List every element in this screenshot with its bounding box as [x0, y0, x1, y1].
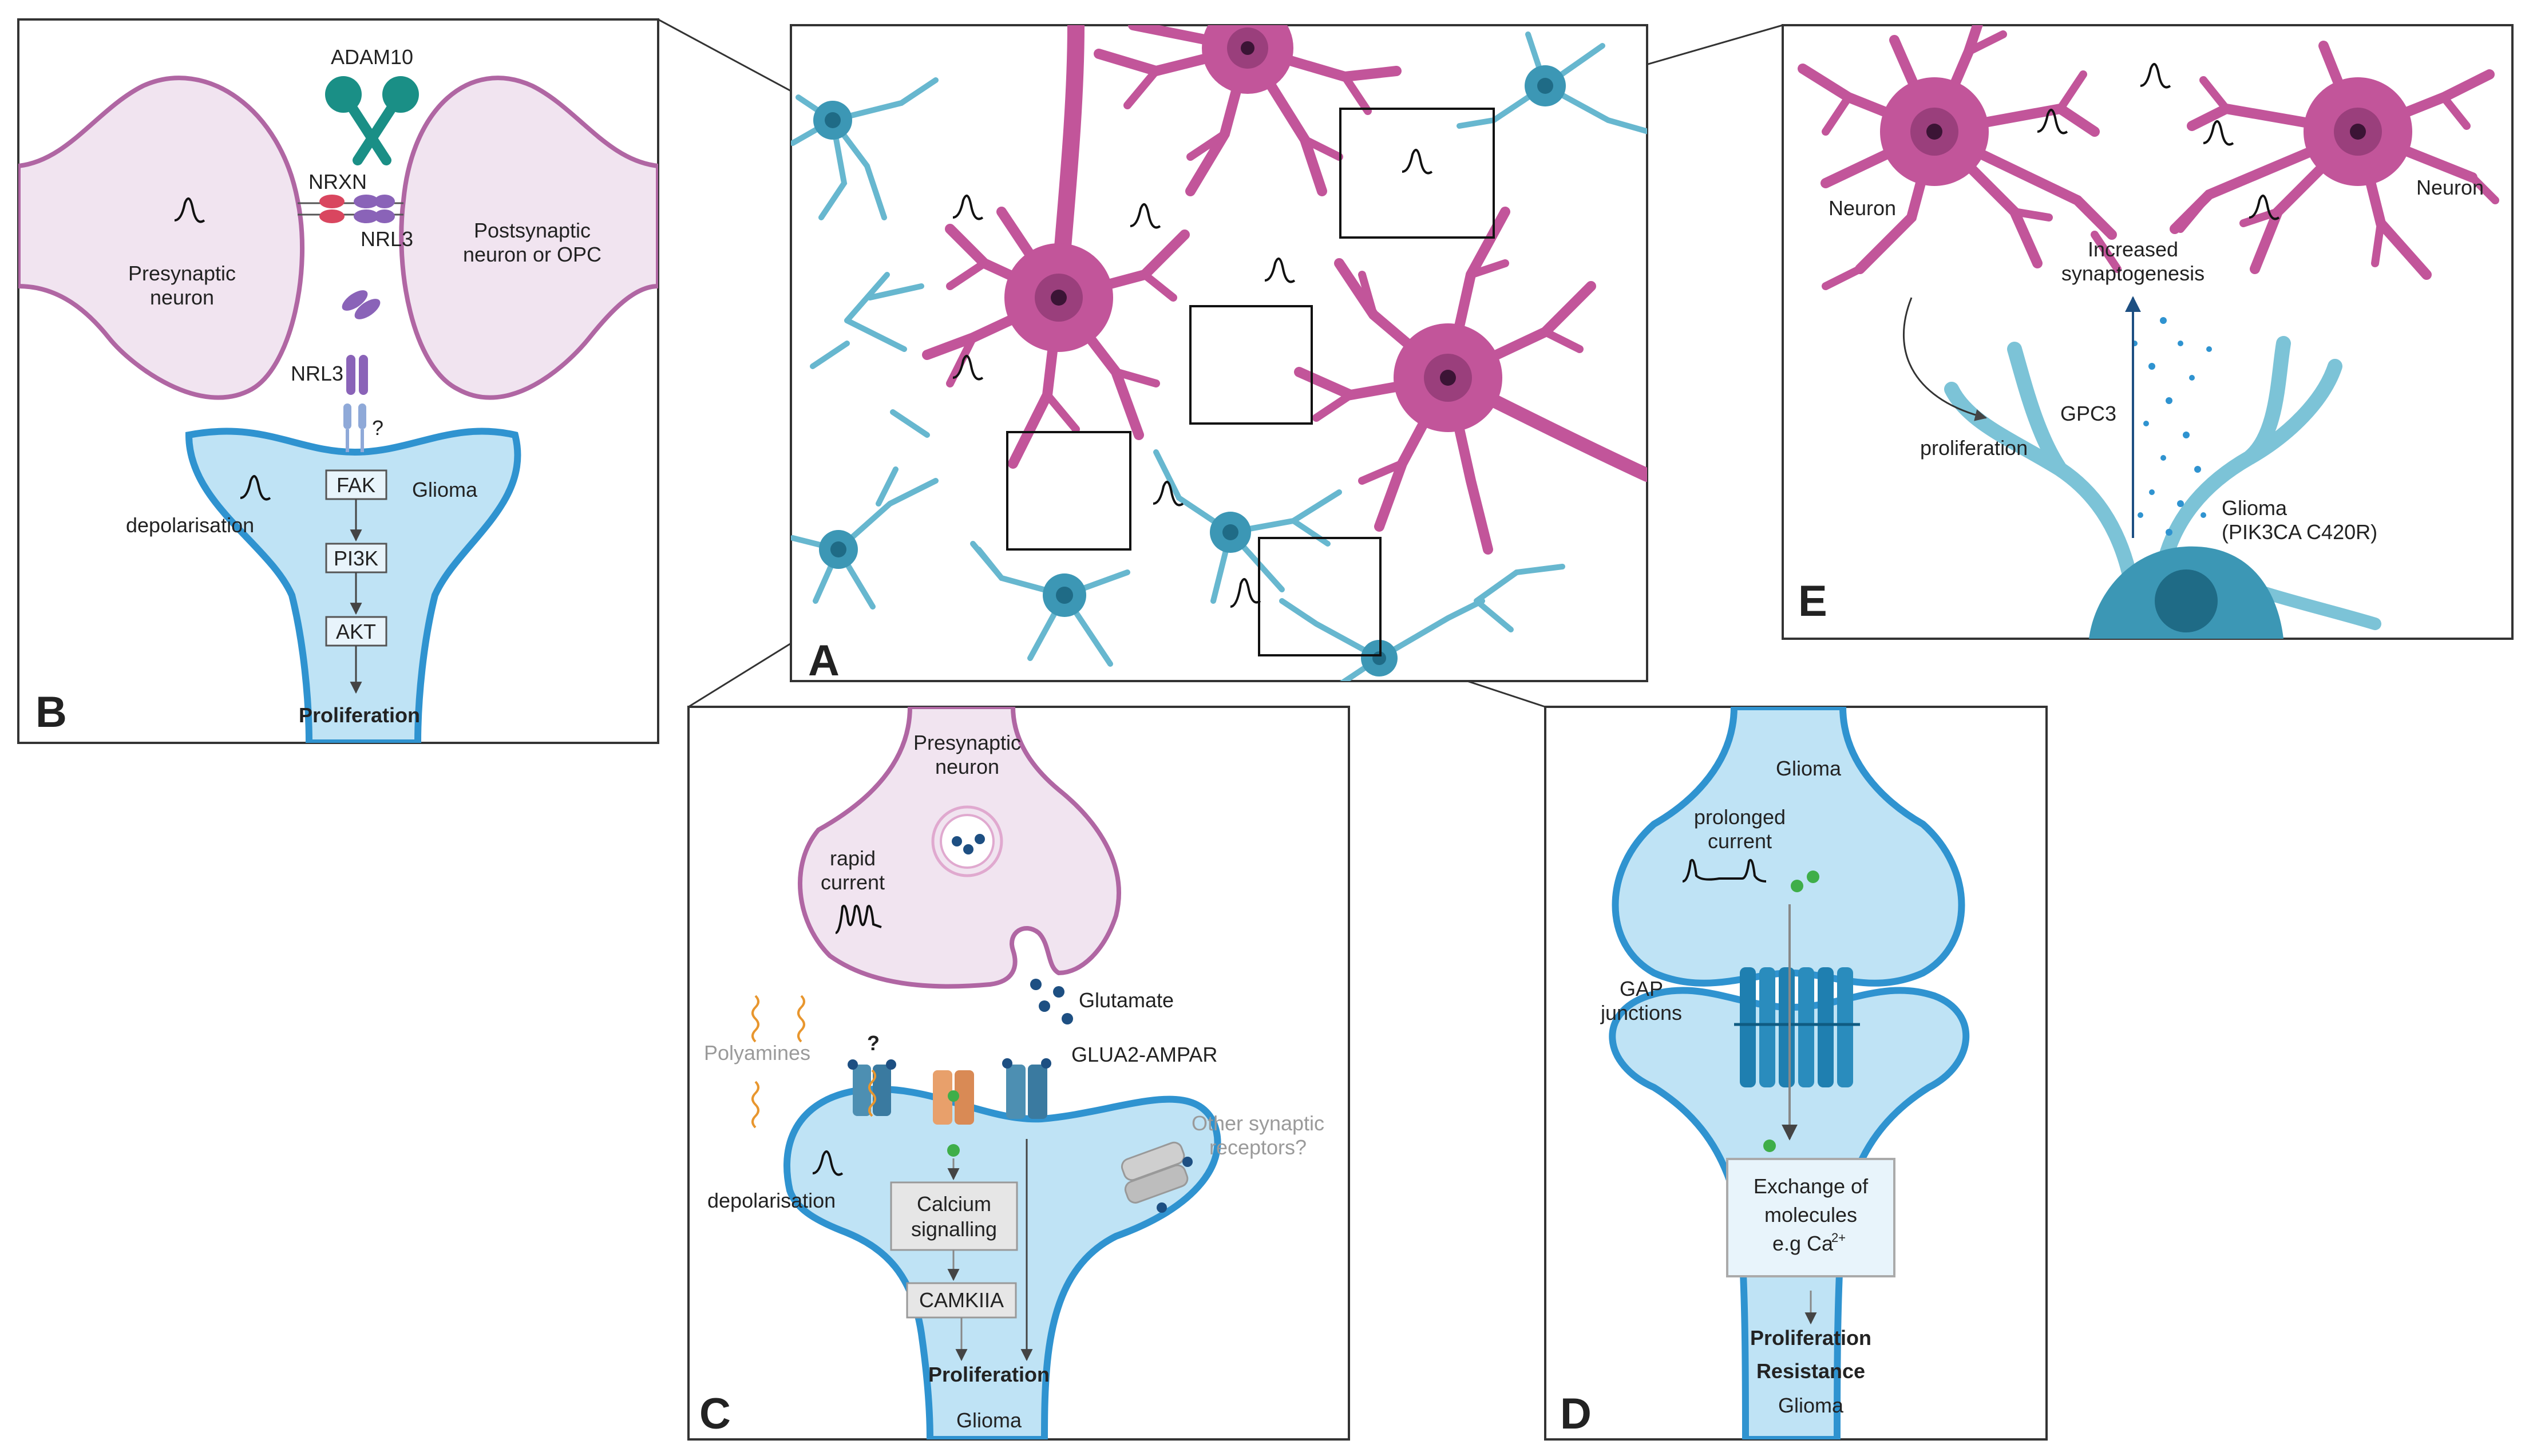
- glioma-cell-bodies: [813, 65, 1566, 676]
- panel-d: Glioma prolonged current GAP junctions E…: [1544, 706, 2048, 1441]
- spike-icon-presynaptic: [174, 197, 205, 223]
- label-presynaptic-l2: neuron: [150, 286, 214, 309]
- label-adam10: ADAM10: [331, 45, 413, 69]
- label-nrxn: NRXN: [308, 170, 367, 193]
- receptor-icon: [343, 403, 366, 452]
- nrxn-nrl3-complex: [298, 195, 403, 223]
- label-neuron-left: Neuron: [1829, 196, 1896, 220]
- receptor-polyamine-blocked: [848, 1059, 896, 1117]
- neurons-e: [1798, 25, 2499, 290]
- label-camkiia: CAMKIIA: [919, 1288, 1004, 1312]
- glutamate-molecules: [1030, 979, 1073, 1024]
- label-glioma-b: Glioma: [412, 478, 478, 501]
- rapid-spike-icon: [835, 904, 882, 934]
- label-glutamate: Glutamate: [1079, 988, 1174, 1012]
- glioma-cell-e: [1944, 336, 2381, 639]
- presynaptic-neuron-shape: [18, 76, 304, 400]
- panel-c: Presynaptic neuron rapid current Glutama…: [687, 706, 1350, 1441]
- panel-letter-d: D: [1560, 1390, 1592, 1438]
- pathway-boxes: [325, 469, 387, 694]
- prolonged-spike-icon: [1682, 858, 1767, 883]
- pathway-fak: FAK: [337, 473, 375, 497]
- label-exchange-l1: Exchange of: [1754, 1174, 1869, 1198]
- other-receptor-icon: [1121, 1141, 1193, 1213]
- spike-icons: [952, 149, 1433, 608]
- label-neuron-right: Neuron: [2416, 176, 2484, 199]
- label-proliferation-c: Proliferation: [928, 1363, 1050, 1386]
- label-glua2-ampar: GLUA2-AMPAR: [1071, 1043, 1217, 1066]
- label-exchange-sup: 2+: [1831, 1231, 1846, 1245]
- pathway-pi3k: PI3K: [334, 547, 378, 570]
- label-postsynaptic-l1: Postsynaptic: [474, 219, 591, 242]
- label-rapid: rapid: [830, 846, 876, 870]
- label-glioma-d-top: Glioma: [1776, 757, 1842, 780]
- label-calcium: Calcium: [917, 1192, 991, 1216]
- adam10-icon: [325, 76, 419, 165]
- signalling-pathway: [890, 1139, 1033, 1362]
- ampar-icon: [1002, 1058, 1051, 1119]
- label-glioma-c: Glioma: [956, 1408, 1022, 1432]
- zoom-boxes: [1006, 108, 1495, 656]
- label-exchange-l2: molecules: [1764, 1203, 1857, 1226]
- label-gap: GAP: [1620, 977, 1663, 1000]
- label-polyamines: Polyamines: [704, 1041, 810, 1065]
- ion-molecules: [1763, 871, 1819, 1152]
- panel-e: Neuron Neuron Increased synaptogenesis G…: [1782, 24, 2514, 640]
- spike-icon-c: [812, 1150, 844, 1176]
- panel-b: ADAM10 NRXN NRL3 NRL3 ?: [17, 18, 659, 744]
- cleaved-nrl3-icon: [342, 290, 381, 319]
- label-presynaptic-c-l2: neuron: [935, 755, 999, 778]
- label-presynaptic-l1: Presynaptic: [128, 262, 236, 285]
- panel-a: A: [790, 24, 1648, 685]
- label-exchange-l3: e.g Ca: [1772, 1232, 1834, 1255]
- panel-letter-b: B: [35, 688, 67, 737]
- label-other-receptors-l2: receptors?: [1209, 1135, 1307, 1159]
- proliferation-arrow: [1903, 297, 1988, 421]
- label-synaptogenesis: synaptogenesis: [2061, 262, 2205, 285]
- label-resistance: Resistance: [1756, 1359, 1865, 1383]
- gpc3-dots: [2132, 317, 2212, 536]
- spike-icons-e: [2037, 63, 2280, 220]
- label-glioma-e-l1: Glioma: [2222, 496, 2287, 520]
- label-question-b: ?: [372, 416, 383, 440]
- label-other-receptors-l1: Other synaptic: [1192, 1111, 1324, 1135]
- label-presynaptic-c-l1: Presynaptic: [913, 731, 1021, 754]
- nrl3-icon: [346, 355, 368, 395]
- polyamine-icons: [751, 995, 805, 1129]
- label-depolarisation-c: depolarisation: [707, 1189, 836, 1212]
- neuron-bodies-e: [1880, 77, 2412, 186]
- label-question-c: ?: [867, 1031, 880, 1055]
- label-postsynaptic-l2: neuron or OPC: [463, 243, 601, 266]
- label-prolonged: prolonged: [1694, 805, 1786, 829]
- panel-letter-e: E: [1798, 577, 1827, 626]
- label-gpc3: GPC3: [2060, 402, 2116, 425]
- label-nrl3-mid: NRL3: [291, 362, 343, 385]
- neuron-bodies: [1004, 25, 1502, 432]
- glioma-cell-shape: [185, 428, 521, 743]
- label-nrl3-top: NRL3: [361, 227, 413, 251]
- label-glioma-d-bottom: Glioma: [1778, 1394, 1844, 1417]
- panel-letter-a: A: [808, 636, 840, 685]
- label-glioma-e-l2: (PIK3CA C420R): [2222, 520, 2377, 544]
- label-proliferation-b: Proliferation: [299, 703, 420, 727]
- label-signalling: signalling: [911, 1217, 997, 1241]
- exchange-box: [1726, 1158, 1895, 1277]
- label-depolarisation-b: depolarisation: [126, 513, 254, 537]
- label-proliferation-e: proliferation: [1920, 436, 2028, 460]
- calcium-channel-icon: [933, 1070, 974, 1125]
- glioma-cells: [791, 31, 1647, 681]
- label-current-c: current: [821, 871, 885, 894]
- pathway-akt: AKT: [336, 620, 376, 643]
- label-increased: Increased: [2088, 238, 2178, 261]
- vesicle-icon: [931, 805, 1003, 877]
- label-current-d: current: [1708, 829, 1772, 853]
- label-proliferation-d: Proliferation: [1750, 1326, 1871, 1350]
- panel-letter-c: C: [699, 1390, 731, 1438]
- spike-icon-glioma: [240, 475, 271, 501]
- postsynaptic-neuron-shape: [399, 76, 658, 400]
- label-junctions: junctions: [1600, 1001, 1682, 1024]
